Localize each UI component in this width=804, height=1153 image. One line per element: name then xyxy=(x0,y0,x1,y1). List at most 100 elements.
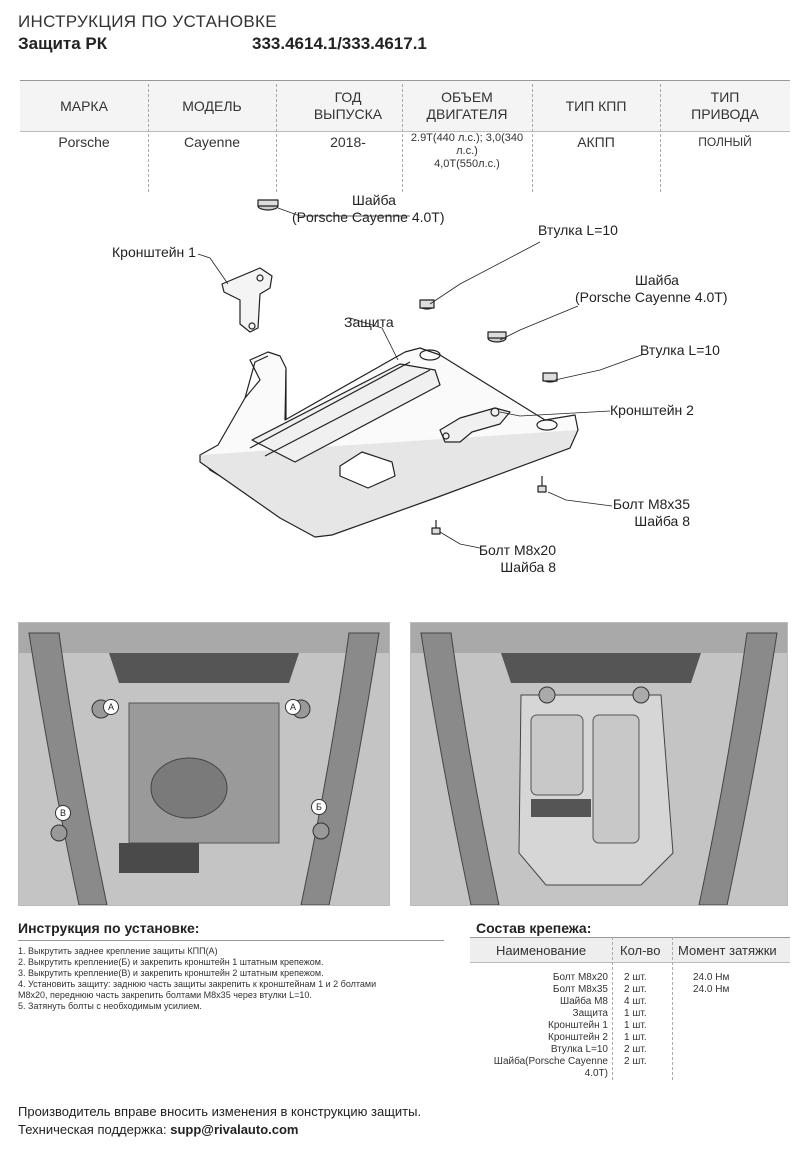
fastener-row: Защита 1 шт. xyxy=(470,1008,790,1020)
fastener-row: Втулка L=10 2 шт. xyxy=(470,1044,790,1056)
guard-hole xyxy=(419,349,441,361)
photo-after-install xyxy=(410,622,788,906)
fasteners-divider xyxy=(672,937,673,1080)
fastener-name: Кронштейн 2 xyxy=(548,1032,608,1043)
sleeve-2-body xyxy=(542,372,558,382)
guard-panel xyxy=(251,363,441,463)
fastener-name: Шайба М8 xyxy=(559,996,608,1007)
footer-disclaimer: Производитель вправе вносить изменения в… xyxy=(18,1104,422,1119)
bracket-1 xyxy=(221,267,273,333)
label-washer-top-line2: (Porsche Cayenne 4.0T) xyxy=(292,209,445,225)
fastener-torque: 24.0 Нм xyxy=(693,984,730,995)
document-title: ИНСТРУКЦИЯ ПО УСТАНОВКЕ xyxy=(18,12,277,31)
spec-col-gearbox: ТИП КПП АКПП xyxy=(532,80,660,192)
spec-value-make: Porsche xyxy=(58,134,110,150)
label-guard: Защита xyxy=(344,314,394,330)
bracket-2-hole xyxy=(490,407,500,417)
guard-cutout xyxy=(339,451,396,489)
fasteners-header: Наименование Кол-во Момент затяжки xyxy=(470,937,790,963)
fastener-row: Болт М8х20 2 шт. 24.0 Нм xyxy=(470,972,790,984)
footer-support: Техническая поддержка: supp@rivalauto.co… xyxy=(18,1122,298,1137)
spec-value-model: Cayenne xyxy=(183,134,241,150)
washer-right-body xyxy=(487,331,507,339)
fastener-qty: 2 шт. xyxy=(624,972,647,983)
fastener-qty: 1 шт. xyxy=(624,1032,647,1043)
instruction-step: 4. Установить защиту: заднюю часть защит… xyxy=(18,979,377,989)
spec-header-year: ГОД ВЫПУСКА xyxy=(313,89,383,122)
fastener-row: Шайба М8 4 шт. xyxy=(470,996,790,1008)
spec-divider xyxy=(276,84,277,192)
spec-value-gearbox: АКПП xyxy=(577,134,615,150)
fastener-qty: 4 шт. xyxy=(624,996,647,1007)
label-washer-right: Шайба (Porsche Cayenne 4.0T) xyxy=(575,272,728,306)
label-washer-top: Шайба (Porsche Cayenne 4.0T) xyxy=(292,192,445,226)
label-bracket-2: Кронштейн 2 xyxy=(610,402,694,418)
instruction-step: 3. Выкрутить крепление(В) и закрепить кр… xyxy=(18,968,324,978)
fastener-name: Болт М8х20 xyxy=(552,972,608,983)
spec-divider xyxy=(532,84,533,192)
marker-a-right: А xyxy=(285,699,301,715)
leader-lines xyxy=(197,207,645,549)
spec-header-engine: ОБЪЕМ ДВИГАТЕЛЯ xyxy=(426,89,508,122)
instructions-title: Инструкция по установке: xyxy=(18,920,200,936)
instructions-list: 1. Выкрутить заднее крепление защиты КПП… xyxy=(18,946,458,1012)
label-bolt-m8x20-line1: Болт М8х20 xyxy=(478,542,556,558)
exploded-parts-diagram: Шайба (Porsche Cayenne 4.0T) Кронштейн 1… xyxy=(100,180,800,580)
fastener-name: Болт М8х35 xyxy=(552,984,608,995)
label-sleeve-2: Втулка L=10 xyxy=(640,342,720,358)
spec-header-model: МОДЕЛЬ xyxy=(182,97,242,114)
guard-rear-flange xyxy=(244,355,287,420)
fastener-row: Кронштейн 1 1 шт. xyxy=(470,1020,790,1032)
instructions-divider xyxy=(18,940,444,941)
spec-value-engine: 2.9Т(440 л.с.); 3,0(340 л.с.) 4,0Т(550л.… xyxy=(402,132,532,171)
spec-col-make: МАРКА Porsche xyxy=(20,80,148,192)
instruction-step: М8х20, переднюю часть закрепить болтами … xyxy=(18,990,312,1000)
spec-header-gearbox: ТИП КПП xyxy=(565,97,627,114)
label-sleeve-1: Втулка L=10 xyxy=(538,222,618,238)
fastener-qty: 1 шт. xyxy=(624,1008,647,1019)
spec-col-model: МОДЕЛЬ Cayenne xyxy=(148,80,276,192)
fastener-qty: 2 шт. xyxy=(624,1056,647,1067)
spec-value-engine-line2: 4,0Т(550л.с.) xyxy=(434,158,500,170)
spec-col-year: ГОД ВЫПУСКА 2018- xyxy=(298,80,398,192)
bracket-1-hole xyxy=(248,322,256,330)
fastener-torque: 24.0 Нм xyxy=(693,972,730,983)
product-code: 333.4614.1/333.4617.1 xyxy=(252,34,427,53)
guard-rib xyxy=(249,361,431,457)
label-bolt-m8x35-line2: Шайба 8 xyxy=(634,513,690,529)
label-washer-right-line1: Шайба xyxy=(635,272,679,288)
bracket-2 xyxy=(439,407,511,443)
instruction-step: 2. Выкрутить крепление(Б) и закрепить кр… xyxy=(18,957,324,967)
fastener-qty: 1 шт. xyxy=(624,1020,647,1031)
bolt-m8x35 xyxy=(537,476,547,493)
fastener-name: Втулка L=10 xyxy=(550,1044,608,1055)
marker-v: В xyxy=(55,805,71,821)
instruction-step: 5. Затянуть болты с необходимым усилием. xyxy=(18,1001,202,1011)
fastener-row: Шайба(Porsche Cayenne 4.0T) 2 шт. xyxy=(470,1056,790,1079)
spec-col-drive: ТИП ПРИВОДА ПОЛНЫЙ xyxy=(660,80,790,192)
label-bolt-m8x20: Болт М8х20 Шайба 8 xyxy=(472,542,556,576)
instruction-step: 1. Выкрутить заднее крепление защиты КПП… xyxy=(18,946,218,956)
bracket-2-hole xyxy=(442,432,450,440)
fastener-name: Шайба(Porsche Cayenne 4.0T) xyxy=(493,1056,608,1079)
spec-divider xyxy=(402,84,403,192)
support-email-link[interactable]: supp@rivalauto.com xyxy=(170,1122,299,1137)
fastener-name: Кронштейн 1 xyxy=(548,1020,608,1031)
fastener-qty: 2 шт. xyxy=(624,1044,647,1055)
spec-value-drive: ПОЛНЫЙ xyxy=(698,135,752,149)
sleeve-1-body xyxy=(419,299,435,309)
marker-b: Б xyxy=(311,799,327,815)
fasteners-divider xyxy=(612,937,613,1080)
label-washer-right-line2: (Porsche Cayenne 4.0T) xyxy=(575,289,728,305)
label-bolt-m8x35: Болт М8х35 Шайба 8 xyxy=(604,496,690,530)
diagram-drawing xyxy=(197,199,645,549)
spec-col-engine: ОБЪЕМ ДВИГАТЕЛЯ 2.9Т(440 л.с.); 3,0(340 … xyxy=(402,80,532,192)
photo-before-install-drawing xyxy=(19,623,389,905)
fasteners-title: Состав крепежа: xyxy=(476,920,592,936)
spec-value-engine-line1: 2.9Т(440 л.с.); 3,0(340 л.с.) xyxy=(410,132,524,157)
washer-top-body xyxy=(257,199,279,207)
fasteners-header-name: Наименование xyxy=(496,943,587,958)
fasteners-header-torque: Момент затяжки xyxy=(678,943,777,958)
fasteners-table: Наименование Кол-во Момент затяжки Болт … xyxy=(470,937,790,1080)
photo-before-install: А А В Б xyxy=(18,622,390,906)
